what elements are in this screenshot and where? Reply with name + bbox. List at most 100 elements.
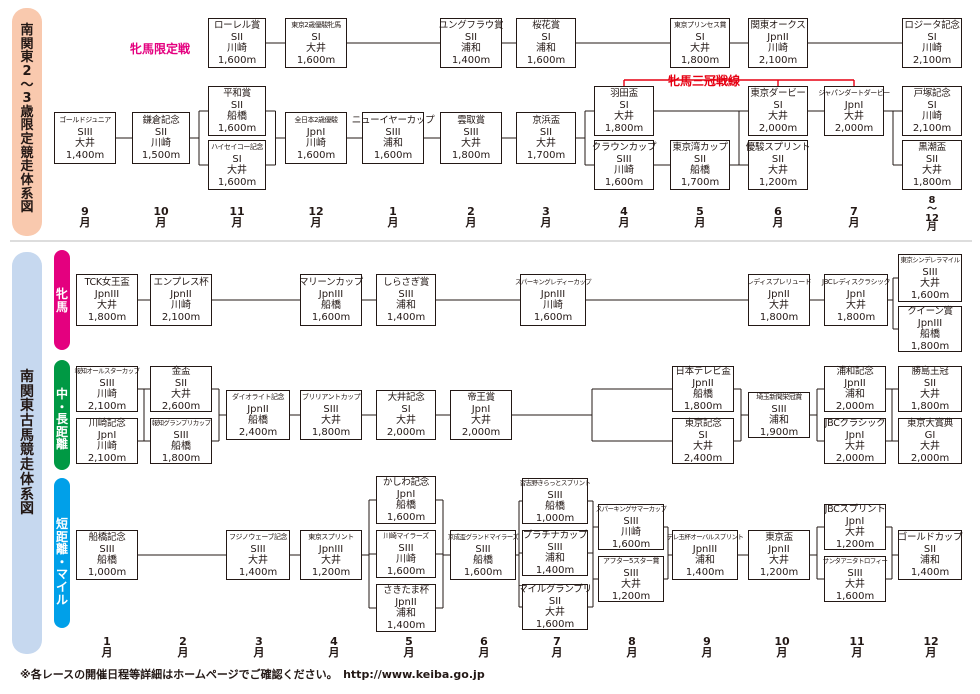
race-dist: 1,600m xyxy=(533,311,573,323)
vertical-char: 系 xyxy=(20,186,34,202)
category-tankyori-bar: 短距離・マイル xyxy=(54,478,70,628)
race-grade: JpnIII xyxy=(94,288,120,300)
race-name: クラウンカップ xyxy=(591,142,657,153)
race-name: 埼玉新聞栄冠賞 xyxy=(756,393,802,401)
race-grade: SIII xyxy=(771,403,787,415)
race-venue: 大井 xyxy=(920,278,940,289)
race-name: プラチナカップ xyxy=(522,530,588,541)
vertical-char: ～ xyxy=(20,77,34,93)
category-chucho-bar: 中・長距離 xyxy=(54,360,70,470)
race-name: 羽田盃 xyxy=(610,88,638,99)
race-venue: 大井 xyxy=(768,111,788,122)
vertical-char: 定 xyxy=(20,132,34,148)
vertical-char: 3 xyxy=(22,91,32,107)
vertical-char: 距 xyxy=(55,529,68,544)
race-dist: 1,600m xyxy=(386,511,426,523)
race-name: ローレル賞 xyxy=(213,20,260,31)
race-name: エンプレス杯 xyxy=(153,277,209,288)
race-dist: 2,000m xyxy=(834,122,874,134)
race-dist: 1,700m xyxy=(526,149,566,161)
race-name: 川崎記念 xyxy=(88,418,126,429)
vertical-char: 走 xyxy=(20,457,34,474)
race-venue: 船橋 xyxy=(693,389,713,400)
vertical-char: 馬 xyxy=(55,299,68,314)
race-name: JBCスプリント xyxy=(824,504,886,515)
race-venue: 大井 xyxy=(844,111,864,122)
race-venue: 大井 xyxy=(693,441,713,452)
race-dist: 2,000m xyxy=(461,426,501,438)
race-grade: SIII xyxy=(616,153,632,165)
category-hinba-label: 牝馬 xyxy=(56,288,68,313)
race-name: かしわ記念 xyxy=(382,477,429,488)
race-venue: 大井 xyxy=(471,415,491,426)
race-grade: JpnI xyxy=(845,429,865,441)
race-name: 船橋記念 xyxy=(88,532,126,543)
race-venue: 川崎 xyxy=(543,300,563,311)
race-grade: SIII xyxy=(475,543,491,555)
race-venue: 船橋 xyxy=(97,555,117,566)
race-grade: JpnI xyxy=(471,403,491,415)
race-name: 日本テレビ盃 xyxy=(675,366,731,377)
race-grade: SIII xyxy=(547,489,563,501)
race-grade: SIII xyxy=(323,403,339,415)
race-grade: SIII xyxy=(99,377,115,389)
race-dist: 1,600m xyxy=(535,618,575,630)
vertical-char: 南 xyxy=(20,369,34,385)
race-name: 京浜盃 xyxy=(532,115,560,126)
race-name: クイーン賞 xyxy=(907,306,953,317)
race-name: 東京プリンセス賞 xyxy=(674,21,727,29)
race-venue: 川崎 xyxy=(621,527,641,538)
race-grade: SI xyxy=(927,99,937,111)
race-name: 鎌倉記念 xyxy=(142,115,180,126)
race-dist: 1,600m xyxy=(311,311,351,323)
race-name: スパーキングサマーカップ xyxy=(595,505,667,513)
vertical-char: 体 xyxy=(20,471,34,488)
race-venue: 大井 xyxy=(306,43,326,54)
race-dist: 2,000m xyxy=(835,400,875,412)
race-name: 東京湾カップ xyxy=(672,142,728,153)
race-grade: SII xyxy=(464,31,478,43)
race-dist: 1,800m xyxy=(910,340,950,352)
race-venue: 浦和 xyxy=(845,389,865,400)
race-name: 雲取賞 xyxy=(457,115,485,126)
race-name: ジャパンダートダービー xyxy=(818,89,890,97)
race-venue: 浦和 xyxy=(383,138,403,149)
race-dist: 1,400m xyxy=(386,619,426,631)
race-name: フジノウェーブ記念 xyxy=(229,533,287,541)
race-grade: JpnII xyxy=(768,543,790,555)
race-dist: 1,400m xyxy=(535,564,575,576)
race-dist: 1,200m xyxy=(759,566,799,578)
race-grade: JpnI xyxy=(845,515,865,527)
race-dist: 2,600m xyxy=(161,400,201,412)
race-dist: 1,800m xyxy=(910,400,950,412)
race-dist: 2,000m xyxy=(386,426,426,438)
race-venue: 浦和 xyxy=(769,415,789,426)
race-venue: 船橋 xyxy=(248,415,268,426)
race-dist: 1,200m xyxy=(611,590,651,602)
race-grade: SII xyxy=(539,126,553,138)
race-name: 川崎マイラーズ xyxy=(383,532,429,540)
race-name: 優駿スプリント xyxy=(745,142,811,153)
